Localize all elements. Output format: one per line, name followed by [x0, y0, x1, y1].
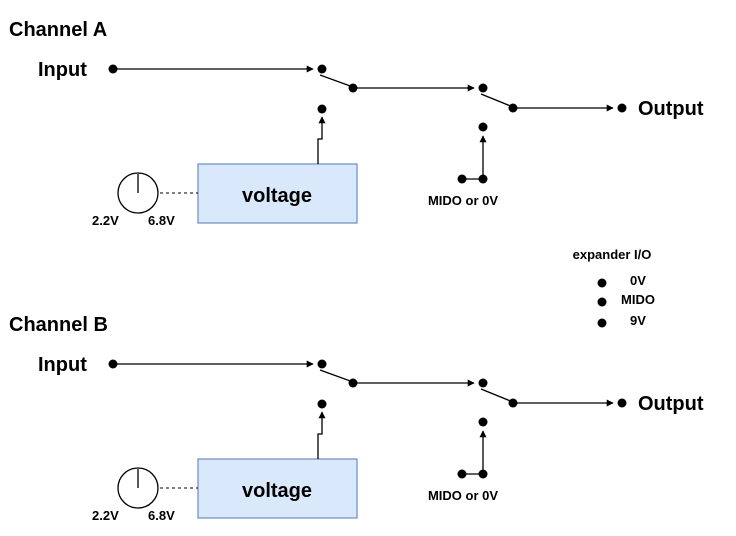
- channel-b-voltage-box: [197, 458, 358, 519]
- channel-a-input-label: Input: [38, 59, 87, 81]
- channel-a-knob-min-label: 2.2V: [92, 213, 119, 228]
- channel-a-switch2-blade: [480, 93, 514, 108]
- expander-pin-9v-label: 9V: [630, 313, 646, 328]
- channel-a-switch2-top-node: [478, 83, 488, 93]
- expander-pin-9v-node: [597, 318, 607, 328]
- expander-pin-mido-label: MIDO: [621, 292, 655, 307]
- channel-b-mido-label: MIDO or 0V: [428, 488, 498, 503]
- channel-b-output-label: Output: [638, 393, 704, 415]
- channel-a-output-label: Output: [638, 98, 704, 120]
- channel-a-switch1-bottom-node: [317, 104, 327, 114]
- channel-a-mido-label: MIDO or 0V: [428, 193, 498, 208]
- channel-a-output-node: [617, 103, 627, 113]
- channel-a-title: Channel A: [9, 19, 107, 41]
- channel-b-switch1-blade: [319, 369, 354, 383]
- channel-b-switch2-bottom-node: [478, 417, 488, 427]
- channel-a-voltage-wire: [317, 116, 326, 164]
- channel-b-voltage-wire: [317, 411, 326, 459]
- expander-io: expander I/O 0V MIDO 9V: [573, 247, 655, 328]
- expander-title: expander I/O: [573, 247, 652, 262]
- expander-pin-0v-node: [597, 278, 607, 288]
- channel-a-switch1-top-node: [317, 64, 327, 74]
- channel-a-voltage-label: voltage: [242, 185, 312, 207]
- expander-pin-0v-label: 0V: [630, 273, 646, 288]
- channel-a-knob-max-label: 6.8V: [148, 213, 175, 228]
- channel-b-title: Channel B: [9, 314, 108, 336]
- channel-b-switch2-top-node: [478, 378, 488, 388]
- channel-a-switch2-bottom-node: [478, 122, 488, 132]
- channel-b-knob-max-label: 6.8V: [148, 508, 175, 523]
- channel-b-input-label: Input: [38, 354, 87, 376]
- channel-b: Channel B Input Output voltage: [9, 314, 704, 523]
- channel-b-switch1-top-node: [317, 359, 327, 369]
- expander-pin-mido-node: [597, 297, 607, 307]
- channel-b-switch1-bottom-node: [317, 399, 327, 409]
- channel-a-switch1-blade: [319, 74, 354, 88]
- channel-b-knob-min-label: 2.2V: [92, 508, 119, 523]
- channel-b-output-node: [617, 398, 627, 408]
- channel-a: Channel A Input Output voltage: [9, 19, 704, 228]
- channel-b-switch2-blade: [480, 388, 514, 403]
- channel-b-voltage-label: voltage: [242, 480, 312, 502]
